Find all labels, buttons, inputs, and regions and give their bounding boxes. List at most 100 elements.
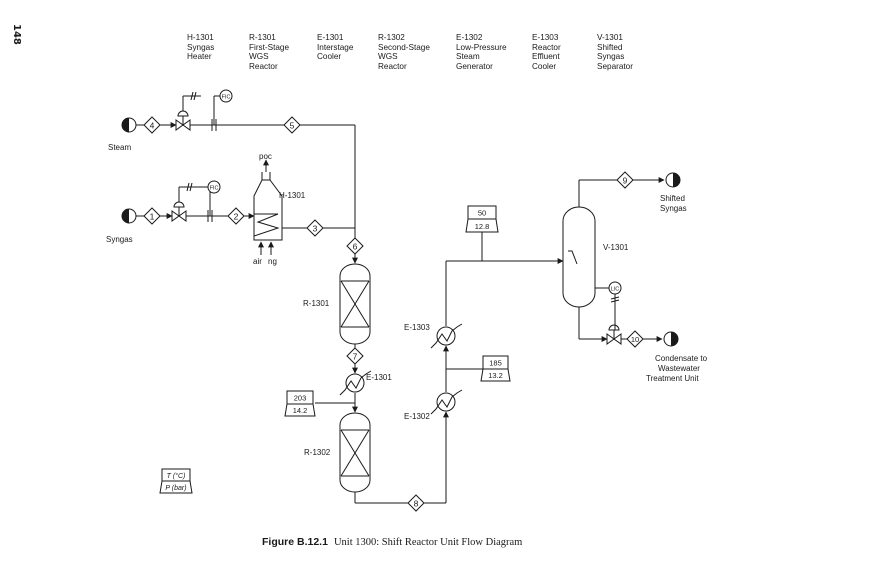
legend-line: Second-Stage <box>378 42 430 52</box>
terminal-label-steam: Steam <box>108 143 131 152</box>
stream-number: 6 <box>353 242 358 252</box>
condition-temperature: 203 <box>294 394 307 403</box>
heater-label-air: air <box>253 257 262 266</box>
heater-label-ng: ng <box>268 257 277 266</box>
stream-7-marker: 7 <box>346 347 364 365</box>
legend-e1303: E-1303 Reactor Effluent Cooler <box>532 33 561 71</box>
stream-number: 5 <box>290 121 295 131</box>
legend-line: Syngas <box>187 42 215 52</box>
stream-number: 10 <box>631 335 639 344</box>
h1301-heater <box>253 159 283 255</box>
legend-e1302: E-1302 Low-Pressure Steam Generator <box>456 33 507 71</box>
terminal-label-condensate-1: Condensate to <box>655 354 708 363</box>
figure-number: Figure B.12.1 <box>262 536 328 548</box>
fic-label: FIC <box>210 186 219 192</box>
r1301-reactor <box>339 263 371 345</box>
steam-signal-hash-icon <box>190 91 197 101</box>
legend-line: First-Stage <box>249 42 290 52</box>
syngas-fic-controller: FIC <box>207 180 221 194</box>
stream-5-marker: 5 <box>283 116 301 134</box>
legend-line: Steam <box>456 52 480 62</box>
legend-line: Syngas <box>597 52 625 62</box>
legend-line: Reactor <box>249 61 278 71</box>
lic-label: LIC <box>611 287 620 293</box>
r1302-label: R-1302 <box>304 448 331 457</box>
legend-e1301: E-1301 Interstage Cooler <box>317 33 353 62</box>
legend-line: WGS <box>249 52 269 62</box>
steam-orifice-icon <box>211 119 217 131</box>
condition-flag-50: 50 12.8 <box>465 205 499 233</box>
terminal-condensate-icon <box>663 331 679 347</box>
legend-h1301: H-1301 Syngas Heater <box>187 33 214 62</box>
legend-line: WGS <box>378 52 398 62</box>
condition-flag-185: 185 13.2 <box>480 355 511 382</box>
steam-fic-controller: FIC <box>219 89 233 103</box>
condition-pressure: 13.2 <box>488 371 503 380</box>
stream-4-marker: 4 <box>143 116 161 134</box>
r1301-label: R-1301 <box>303 299 330 308</box>
figure-caption: Figure B.12.1 Unit 1300: Shift Reactor Un… <box>262 536 522 548</box>
stream-number: 8 <box>414 499 419 509</box>
e1301-label: E-1301 <box>366 373 392 382</box>
syngas-control-valve-icon <box>171 201 187 222</box>
process-lines <box>136 122 665 504</box>
stream-number: 4 <box>150 121 155 131</box>
h1301-label: H-1301 <box>279 191 306 200</box>
legend-line: Interstage <box>317 42 354 52</box>
terminal-label-syngas: Syngas <box>106 235 133 244</box>
legend-r1302: R-1302 Second-Stage WGS Reactor <box>378 33 430 71</box>
condition-tie-lines <box>315 232 483 404</box>
terminal-label-condensate-2: Wastewater <box>658 364 700 373</box>
v1301-separator <box>562 206 596 308</box>
condensate-control-valve-icon <box>606 324 622 345</box>
terminal-label-shifted-1: Shifted <box>660 194 685 203</box>
legend-tag: H-1301 <box>187 33 214 42</box>
lic-controller: LIC <box>608 281 622 295</box>
stream-number: 2 <box>234 212 239 222</box>
fic-label: FIC <box>222 95 231 101</box>
condition-temperature: 50 <box>478 209 486 218</box>
legend-line: Shifted <box>597 42 623 52</box>
legend-line: Reactor <box>378 61 407 71</box>
e1302-label: E-1302 <box>404 412 430 421</box>
condition-pressure: 12.8 <box>475 222 490 231</box>
terminal-syngas-icon <box>121 208 137 224</box>
stream-number: 1 <box>150 212 155 222</box>
legend-line: Cooler <box>317 52 342 62</box>
v1301-label: V-1301 <box>603 243 629 252</box>
legend-line: Effluent <box>532 52 560 62</box>
legend-r1301: R-1301 First-Stage WGS Reactor <box>249 33 289 71</box>
condition-temperature: 185 <box>489 359 502 368</box>
terminal-label-shifted-2: Syngas <box>660 204 687 213</box>
legend-line: Reactor <box>532 42 561 52</box>
e1303-exchanger-icon <box>430 323 463 349</box>
r1302-reactor <box>339 412 371 493</box>
legend-tag: R-1301 <box>249 33 276 42</box>
e1302-exchanger-icon <box>430 389 463 415</box>
legend-v1301: V-1301 Shifted Syngas Separator <box>597 33 633 71</box>
stream-3-marker: 3 <box>306 219 324 237</box>
syngas-signal-hash-icon <box>186 182 193 192</box>
lic-signal-hash-icon <box>610 296 620 303</box>
legend-line: Low-Pressure <box>456 42 507 52</box>
conditions-key: T (°C) P (bar) <box>159 468 193 494</box>
legend-tag: R-1302 <box>378 33 405 42</box>
e1303-label: E-1303 <box>404 323 430 332</box>
legend-line: Generator <box>456 61 493 71</box>
legend-line: Separator <box>597 61 633 71</box>
terminal-shifted-syngas-icon <box>665 172 681 188</box>
e1301-exchanger-icon <box>339 370 372 396</box>
stream-number: 3 <box>313 224 318 234</box>
stream-number: 9 <box>623 176 628 186</box>
heater-label-poc: poc <box>259 152 272 161</box>
stream-2-marker: 2 <box>227 207 245 225</box>
stream-8-marker: 8 <box>407 494 425 512</box>
condition-pressure: 14.2 <box>293 406 308 415</box>
figure-title: Unit 1300: Shift Reactor Unit Flow Diagr… <box>333 537 523 548</box>
conditions-key-temperature: T (°C) <box>167 472 186 480</box>
legend-tag: V-1301 <box>597 33 623 42</box>
steam-control-valve-icon <box>175 110 191 131</box>
legend-line: Cooler <box>532 61 557 71</box>
stream-number: 7 <box>353 352 358 362</box>
